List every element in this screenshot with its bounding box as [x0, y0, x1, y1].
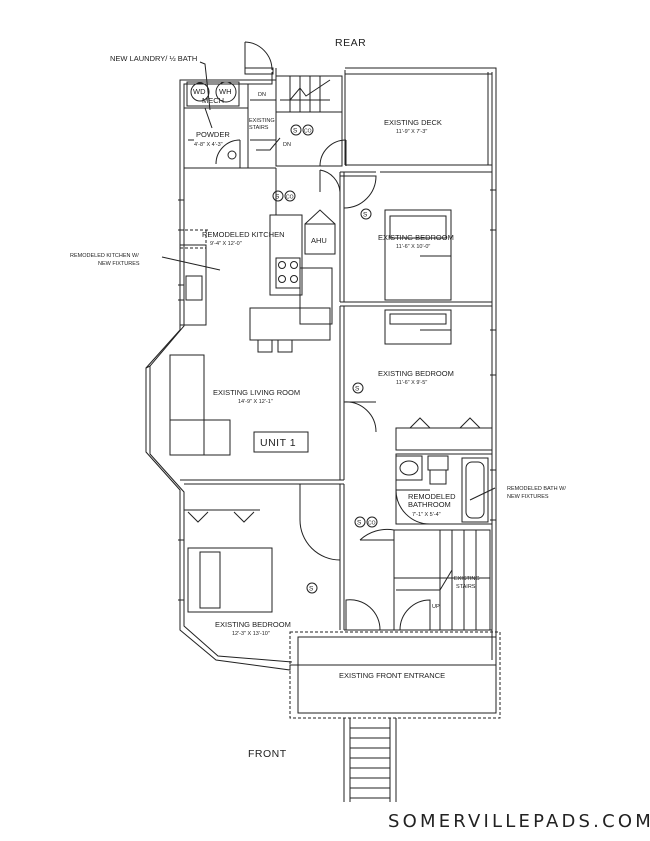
label-ahu: AHU [311, 236, 327, 245]
label-unit: UNIT 1 [260, 437, 296, 449]
label-powder-dim: 4'-8" X 4'-3" [194, 142, 223, 148]
detector-letters: S CO S CO S S S CO S [275, 128, 376, 593]
label-kitchen-note-2: NEW FIXTURES [98, 261, 140, 267]
label-front-entrance: EXISTING FRONT ENTRANCE [339, 671, 445, 680]
label-bedroom-2-dim: 11'-6" X 9'-5" [396, 380, 427, 386]
rear-stairs [250, 75, 347, 167]
label-new-laundry: NEW LAUNDRY/ ½ BATH [110, 54, 197, 63]
label-remodeled-kitchen: REMODELED KITCHEN [202, 230, 285, 239]
label-existing-deck: EXISTING DECK [384, 118, 442, 127]
label-dn-top: DN [258, 92, 266, 98]
co-symbol: CO [304, 129, 312, 135]
smoke-symbol: S [275, 194, 280, 201]
detector-symbols [272, 124, 378, 594]
label-wh: WH [219, 87, 232, 96]
label-bath-1: REMODELED [408, 492, 456, 501]
smoke-symbol: S [309, 586, 314, 593]
leader-lines [161, 61, 496, 501]
smoke-symbol: S [363, 212, 368, 219]
label-bedroom-3: EXISTING BEDROOM [215, 620, 291, 629]
bedroom-1-furniture [384, 209, 452, 301]
living-room-furniture [169, 354, 231, 456]
label-bath-note-2: NEW FIXTURES [507, 494, 549, 500]
label-bedroom-2: EXISTING BEDROOM [378, 369, 454, 378]
label-existing-stairs-bot-2: STAIRS [456, 584, 476, 590]
label-wd: WD [193, 87, 206, 96]
front-stairs [344, 528, 492, 631]
smoke-symbol: S [293, 128, 298, 135]
label-bath-note-1: REMODELED BATH W/ [507, 486, 566, 492]
label-remodeled-kitchen-dim: 9'-4" X 12'-0" [210, 241, 242, 247]
front-porch [289, 631, 501, 802]
interior-walls [180, 171, 492, 630]
bedroom-2-furniture [384, 309, 493, 451]
kitchen-fixtures [179, 168, 341, 353]
exterior-walls [145, 67, 497, 671]
label-up: UP [432, 604, 440, 610]
co-symbol: CO [368, 521, 376, 527]
label-living-room-dim: 14'-9" X 12'-1" [238, 399, 273, 405]
smoke-symbol: S [357, 520, 362, 527]
deck-outline [344, 70, 492, 166]
unit-box [253, 431, 309, 453]
brand-watermark: SOMERVILLEPADS.COM [388, 811, 650, 832]
label-existing-stairs-top-1: EXISTING [249, 118, 275, 124]
label-bath-dim: 7'-1" X 5'-4" [412, 512, 441, 518]
label-living-room: EXISTING LIVING ROOM [213, 388, 300, 397]
bath-fixtures [395, 453, 493, 525]
laundry-area [184, 81, 276, 169]
label-bedroom-1-dim: 11'-6" X 10'-0" [396, 244, 430, 250]
label-kitchen-note-1: REMODELED KITCHEN W/ [70, 253, 139, 259]
label-existing-deck-dim: 11'-9" X 7'-3" [396, 129, 427, 135]
label-rear: REAR [335, 37, 366, 49]
label-powder: POWDER [196, 130, 230, 139]
label-existing-stairs-top-2: STAIRS [249, 125, 269, 131]
label-mech: MECH [202, 96, 224, 105]
label-existing-stairs-bot-1: EXISTING [454, 576, 480, 582]
label-dn-mid: DN [283, 142, 291, 148]
label-front: FRONT [248, 748, 287, 760]
label-bath-2: BATHROOM [408, 500, 451, 509]
rear-door [244, 41, 274, 75]
bedroom-3-furniture [184, 509, 273, 613]
smoke-symbol: S [355, 386, 360, 393]
co-symbol: CO [286, 195, 294, 201]
label-bedroom-3-dim: 12'-3" X 13'-10" [232, 631, 270, 637]
label-bedroom-1: EXISTING BEDROOM [378, 233, 454, 242]
